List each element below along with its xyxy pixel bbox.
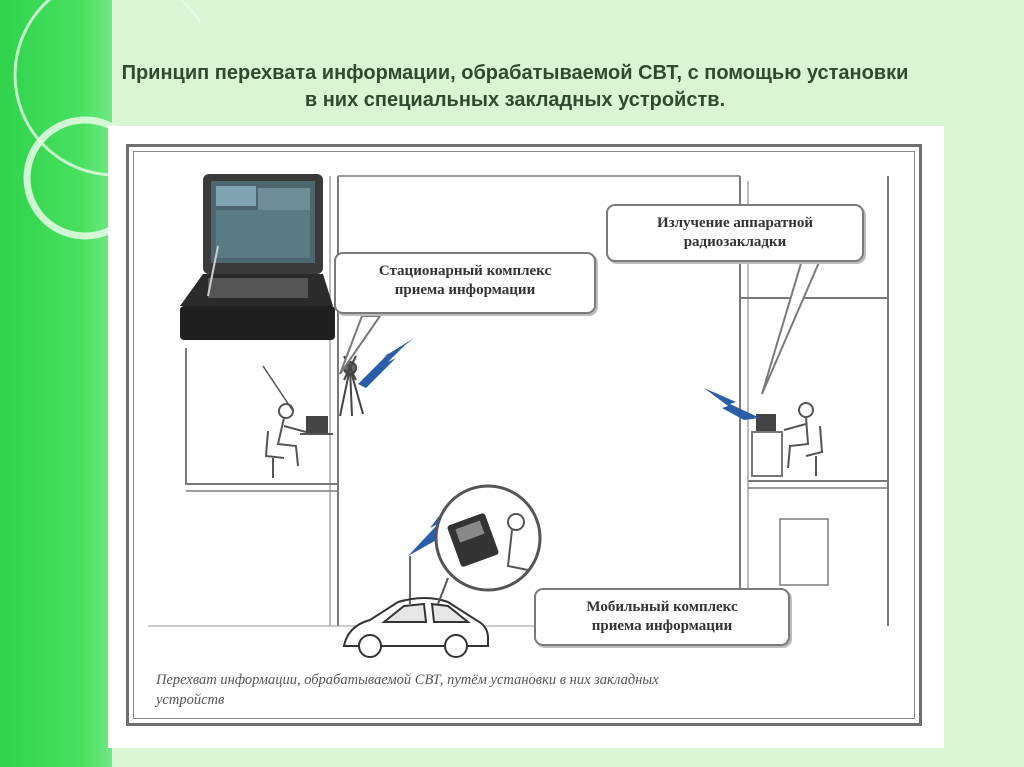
diagram-scene [148,174,889,658]
left-operator-illustration [262,365,333,478]
callout-emission-tail [761,259,822,395]
caption-line-1: Перехват информации, обрабатываемой СВТ,… [156,672,659,688]
callout-hardware-bug-emission: Излучение аппаратной радиозакладки [606,204,864,262]
callout-stationary-complex: Стационарный комплекс приема информации [334,252,596,314]
diagram-caption: Перехват информации, обрабатываемой СВТ,… [156,670,896,710]
antenna-tripod-illustration [339,355,364,417]
diagram-inner-frame [133,151,915,719]
callout-mobile-line-2: приема информации [591,618,733,634]
callout-emission-line-2: радиозакладки [683,234,787,250]
signal-bolt-stationary [358,338,414,388]
callout-stationary-line-1: Стационарный комплекс [378,263,552,279]
building-left [185,175,740,626]
diagram-sheet: Стационарный комплекс приема информации … [108,126,944,748]
slide-title: Принцип перехвата информации, обрабатыва… [50,60,980,114]
callout-mobile-line-1: Мобильный комплекс [586,599,738,615]
left-green-band [0,0,112,767]
title-line-1: Принцип перехвата информации, обрабатыва… [121,62,909,84]
right-operator-illustration [751,402,824,477]
laptop-case-illustration [180,174,335,340]
title-line-2: в них специальных закладных устройств. [304,89,726,111]
diagram-outer-frame [126,144,922,726]
callout-mobile-complex: Мобильный комплекс приема информации [534,588,790,646]
signal-bolt-emission [704,388,760,420]
callout-stationary-line-2: приема информации [394,282,536,298]
car-illustration [342,556,489,658]
callout-emission-line-1: Излучение аппаратной [656,215,814,231]
caption-line-2: устройств [156,692,225,708]
mobile-operator-inset [434,484,542,605]
callout-stationary-tail [339,315,382,375]
